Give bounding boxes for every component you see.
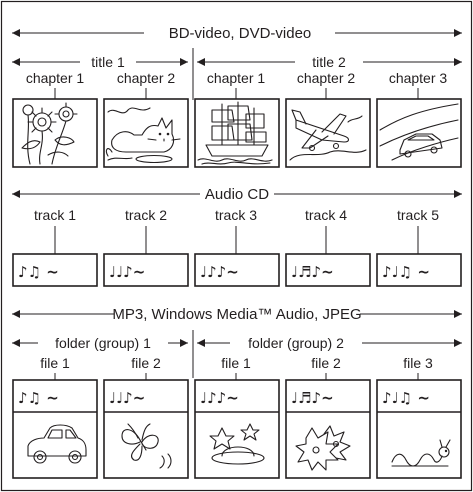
butterfly-picture <box>121 423 172 469</box>
chapter-box <box>12 98 98 168</box>
section-bd-dvd: BD-video, DVD-video title 1 title 2 chap… <box>12 25 462 168</box>
worm-picture <box>391 439 451 467</box>
track-box <box>103 253 189 287</box>
track-box <box>376 253 462 287</box>
item-label: chapter 3 <box>389 70 448 86</box>
music-notes-icon: ♪♩♫ ~ <box>382 389 430 407</box>
track-label: track 4 <box>305 207 347 223</box>
music-notes-icon: ♩♩♪~ <box>109 389 145 407</box>
file-label: file 2 <box>131 355 161 371</box>
music-notes-icon: ♩♪♪~ <box>200 263 239 281</box>
music-notes-icon: ♪♩♫ ~ <box>382 263 430 281</box>
file-label: file 2 <box>311 355 341 371</box>
flowers-picture <box>295 425 351 471</box>
file-label: file 3 <box>403 355 433 371</box>
file-box <box>12 379 98 479</box>
music-notes-icon: ♩♪♪~ <box>200 389 239 407</box>
track-box <box>194 253 280 287</box>
item-label: chapter 2 <box>117 70 176 86</box>
sunflower-picture <box>21 102 78 165</box>
section-title: MP3, Windows Media™ Audio, JPEG <box>112 306 361 323</box>
file-label: file 1 <box>221 355 251 371</box>
planet-picture <box>209 423 265 465</box>
group-label: title 1 <box>91 54 125 70</box>
airplane-picture <box>289 109 367 161</box>
track-box <box>12 253 98 287</box>
group-label: title 2 <box>312 54 346 70</box>
folder-label: folder (group) 1 <box>55 335 151 351</box>
music-notes-icon: ♩♬♪~ <box>291 389 334 407</box>
car-picture <box>27 424 87 464</box>
music-notes-icon: ♩♩♪~ <box>109 263 145 281</box>
track-box <box>285 253 371 287</box>
chapter-box <box>376 98 462 168</box>
section-mp3-wma-jpeg: MP3, Windows Media™ Audio, JPEG folder (… <box>12 306 462 479</box>
track-label: track 3 <box>215 207 257 223</box>
music-notes-icon: ♪♫ ~ <box>18 389 59 407</box>
chapter-box <box>103 98 189 168</box>
music-notes-icon: ♪♫ ~ <box>18 263 59 281</box>
track-label: track 5 <box>397 207 439 223</box>
section-audio-cd: Audio CD track 1 track 2 track 3 track 4… <box>12 186 462 287</box>
chapter-box <box>285 98 371 168</box>
file-box <box>194 379 280 479</box>
file-label: file 1 <box>40 355 70 371</box>
section-title: BD-video, DVD-video <box>169 25 312 42</box>
section-title: Audio CD <box>205 186 269 203</box>
track-label: track 2 <box>125 207 167 223</box>
car-on-road-picture <box>379 103 459 161</box>
music-notes-icon: ♩♬♪~ <box>291 263 334 281</box>
item-label: chapter 1 <box>207 70 266 86</box>
sailing-ship-picture <box>197 101 273 165</box>
folder-label: folder (group) 2 <box>248 335 344 351</box>
item-label: chapter 2 <box>297 70 356 86</box>
track-label: track 1 <box>34 207 76 223</box>
item-label: chapter 1 <box>26 70 85 86</box>
cat-picture <box>105 107 181 164</box>
